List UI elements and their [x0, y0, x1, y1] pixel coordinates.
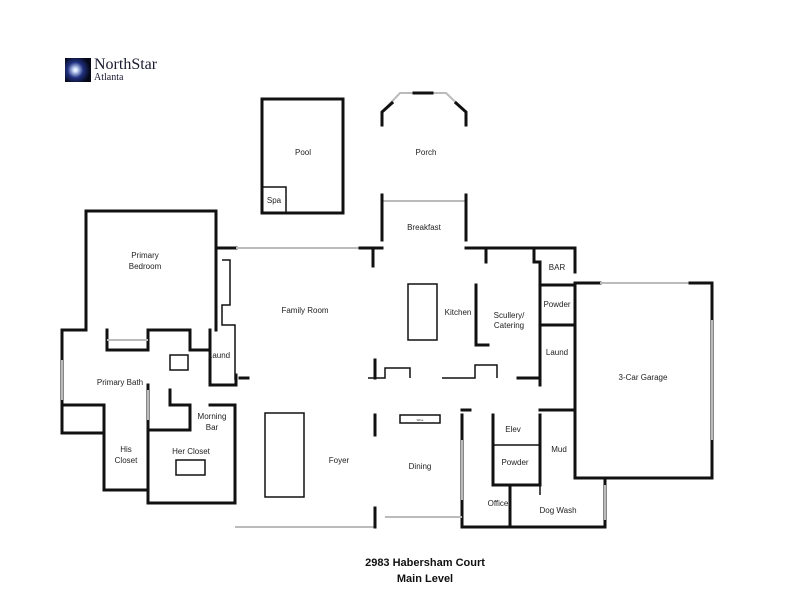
label-office: Office	[488, 499, 509, 508]
label-laund-right: Laund	[546, 348, 568, 357]
label-powder-lower: Powder	[501, 458, 528, 467]
label-primary-bedroom: Primary	[131, 251, 159, 260]
label-mud: Mud	[551, 445, 567, 454]
her-closet-island	[175, 459, 206, 476]
label-powder-upper: Powder	[543, 300, 570, 309]
star-icon	[65, 58, 91, 82]
label-dog-wash: Dog Wash	[539, 506, 576, 515]
label-garage: 3-Car Garage	[619, 373, 668, 382]
label-elev: Elev	[505, 425, 521, 434]
label-wine: Wine	[417, 418, 424, 422]
label-primary-bath: Primary Bath	[97, 378, 143, 387]
label-primary-bedroom-2: Bedroom	[129, 262, 162, 271]
spa-outline	[261, 186, 287, 214]
label-scullery: Scullery/	[494, 311, 525, 320]
label-foyer: Foyer	[329, 456, 350, 465]
logo-name: NorthStar	[94, 56, 158, 73]
label-porch: Porch	[416, 148, 437, 157]
walls	[60, 91, 714, 529]
label-dining: Dining	[409, 462, 432, 471]
label-closet: Closet	[115, 456, 138, 465]
address-title: 2983 Habersham Court	[365, 557, 485, 569]
label-kitchen: Kitchen	[445, 308, 472, 317]
kitchen-island	[407, 283, 438, 341]
logo-sub: Atlanta	[94, 72, 124, 83]
label-catering: Catering	[494, 321, 524, 330]
label-her-closet: Her Closet	[172, 447, 211, 456]
northstar-logo: NorthStar Atlanta	[65, 57, 157, 83]
foyer-table	[264, 412, 305, 498]
label-morning: Morning	[198, 412, 227, 421]
label-bar: BAR	[549, 263, 566, 272]
pool-outline	[260, 97, 345, 215]
label-family-room: Family Room	[281, 306, 328, 315]
label-spa: Spa	[267, 196, 282, 205]
label-his: His	[120, 445, 132, 454]
label-pool: Pool	[295, 148, 311, 157]
label-bar-2: Bar	[206, 423, 219, 432]
label-breakfast: Breakfast	[407, 223, 442, 232]
porch-bay-window	[381, 92, 467, 113]
level-title: Main Level	[397, 573, 453, 585]
room-labels: Pool Porch Spa Breakfast Primary Bedroom…	[97, 148, 668, 515]
label-laund-left: Laund	[208, 351, 230, 360]
wine-rack	[399, 414, 441, 424]
